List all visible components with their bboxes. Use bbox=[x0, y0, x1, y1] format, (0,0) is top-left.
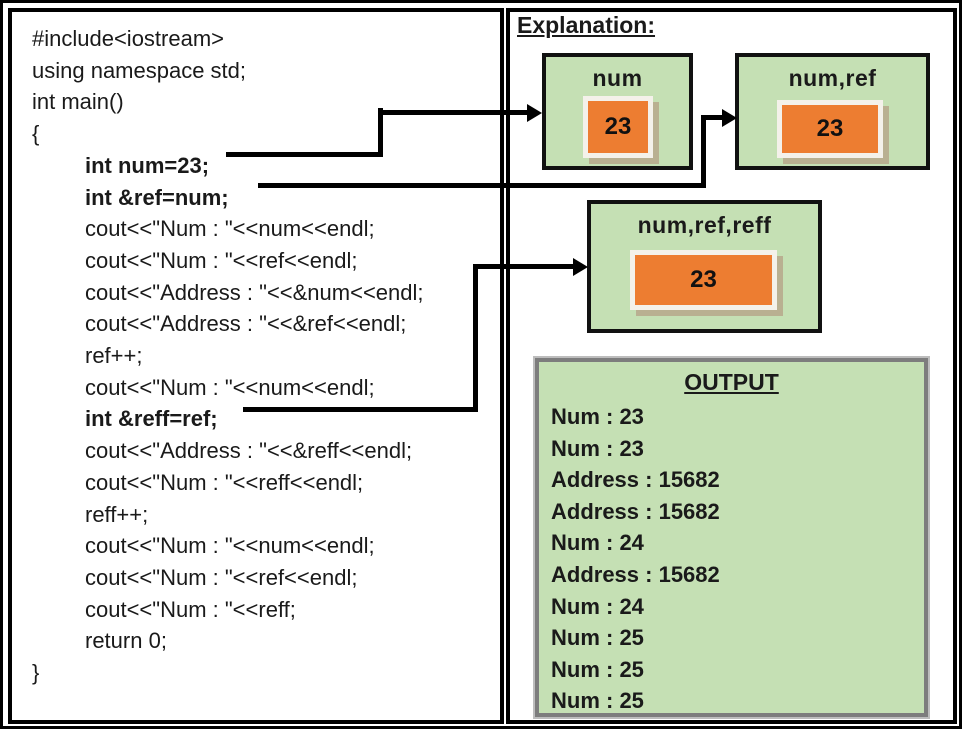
explanation-heading: Explanation: bbox=[517, 12, 656, 38]
memory-box-num: num 23 bbox=[542, 53, 693, 170]
output-title: OUTPUT bbox=[684, 369, 779, 395]
code-line: { bbox=[32, 121, 40, 147]
code-line: cout<<"Num : "<<reff; bbox=[85, 596, 296, 622]
code-line: reff++; bbox=[85, 501, 149, 527]
arrow-num-segment bbox=[226, 152, 382, 157]
output-line: Address : 15682 bbox=[551, 467, 720, 493]
code-line: int &ref=num; bbox=[85, 184, 229, 210]
output-line: Num : 25 bbox=[551, 688, 644, 714]
code-line: cout<<"Address : "<<&num<<endl; bbox=[85, 279, 424, 305]
code-line: } bbox=[32, 660, 40, 686]
code-line: int main() bbox=[32, 89, 124, 115]
code-line: return 0; bbox=[85, 628, 167, 654]
memory-box-label: num,ref bbox=[788, 65, 877, 91]
output-line: Num : 24 bbox=[551, 530, 644, 556]
arrow-reff-segment bbox=[473, 264, 478, 412]
arrow-ref-head-icon bbox=[722, 109, 737, 127]
code-line: cout<<"Num : "<<ref<<endl; bbox=[85, 247, 358, 273]
memory-box-label: num bbox=[592, 65, 643, 91]
arrow-num-head-icon bbox=[527, 104, 542, 122]
arrow-reff-segment bbox=[243, 407, 478, 412]
arrow-ref-segment bbox=[701, 115, 725, 120]
arrow-ref-segment bbox=[258, 183, 706, 188]
code-line: int &reff=ref; bbox=[85, 406, 218, 432]
output-line: Address : 15682 bbox=[551, 561, 720, 587]
arrow-num-segment bbox=[378, 108, 383, 157]
code-line: cout<<"Address : "<<&ref<<endl; bbox=[85, 311, 407, 337]
code-line: cout<<"Num : "<<num<<endl; bbox=[85, 374, 375, 400]
code-line: #include<iostream> bbox=[32, 26, 225, 51]
code-line: cout<<"Address : "<<&reff<<endl; bbox=[85, 438, 413, 464]
output-line: Num : 25 bbox=[551, 656, 644, 682]
code-line: ref++; bbox=[85, 343, 143, 369]
output-line: Num : 25 bbox=[551, 625, 644, 651]
memory-value-chip: 23 bbox=[777, 100, 883, 158]
output-line: Num : 24 bbox=[551, 593, 644, 619]
code-line: cout<<"Num : "<<ref<<endl; bbox=[85, 564, 358, 590]
memory-value-chip: 23 bbox=[630, 250, 777, 310]
code-line: int num=23; bbox=[85, 152, 210, 178]
output-line: Num : 23 bbox=[551, 404, 644, 429]
output-line: Num : 23 bbox=[551, 435, 644, 461]
code-line: cout<<"Num : "<<num<<endl; bbox=[85, 533, 375, 559]
memory-value-chip: 23 bbox=[583, 96, 653, 158]
arrow-reff-segment bbox=[473, 264, 576, 269]
arrow-num-segment bbox=[378, 110, 528, 115]
memory-box-num-ref: num,ref 23 bbox=[735, 53, 930, 170]
output-line: Address : 15682 bbox=[551, 498, 720, 524]
code-line: cout<<"Num : "<<num<<endl; bbox=[85, 216, 375, 242]
code-line: cout<<"Num : "<<reff<<endl; bbox=[85, 469, 364, 495]
arrow-ref-segment bbox=[701, 115, 706, 188]
memory-box-num-ref-reff: num,ref,reff 23 bbox=[587, 200, 822, 333]
code-panel: #include<iostream> using namespace std; in… bbox=[8, 8, 504, 724]
code-block: #include<iostream> using namespace std; in… bbox=[32, 23, 424, 689]
arrow-reff-head-icon bbox=[573, 258, 588, 276]
memory-box-label: num,ref,reff bbox=[637, 212, 772, 238]
code-line: using namespace std; bbox=[32, 57, 247, 83]
